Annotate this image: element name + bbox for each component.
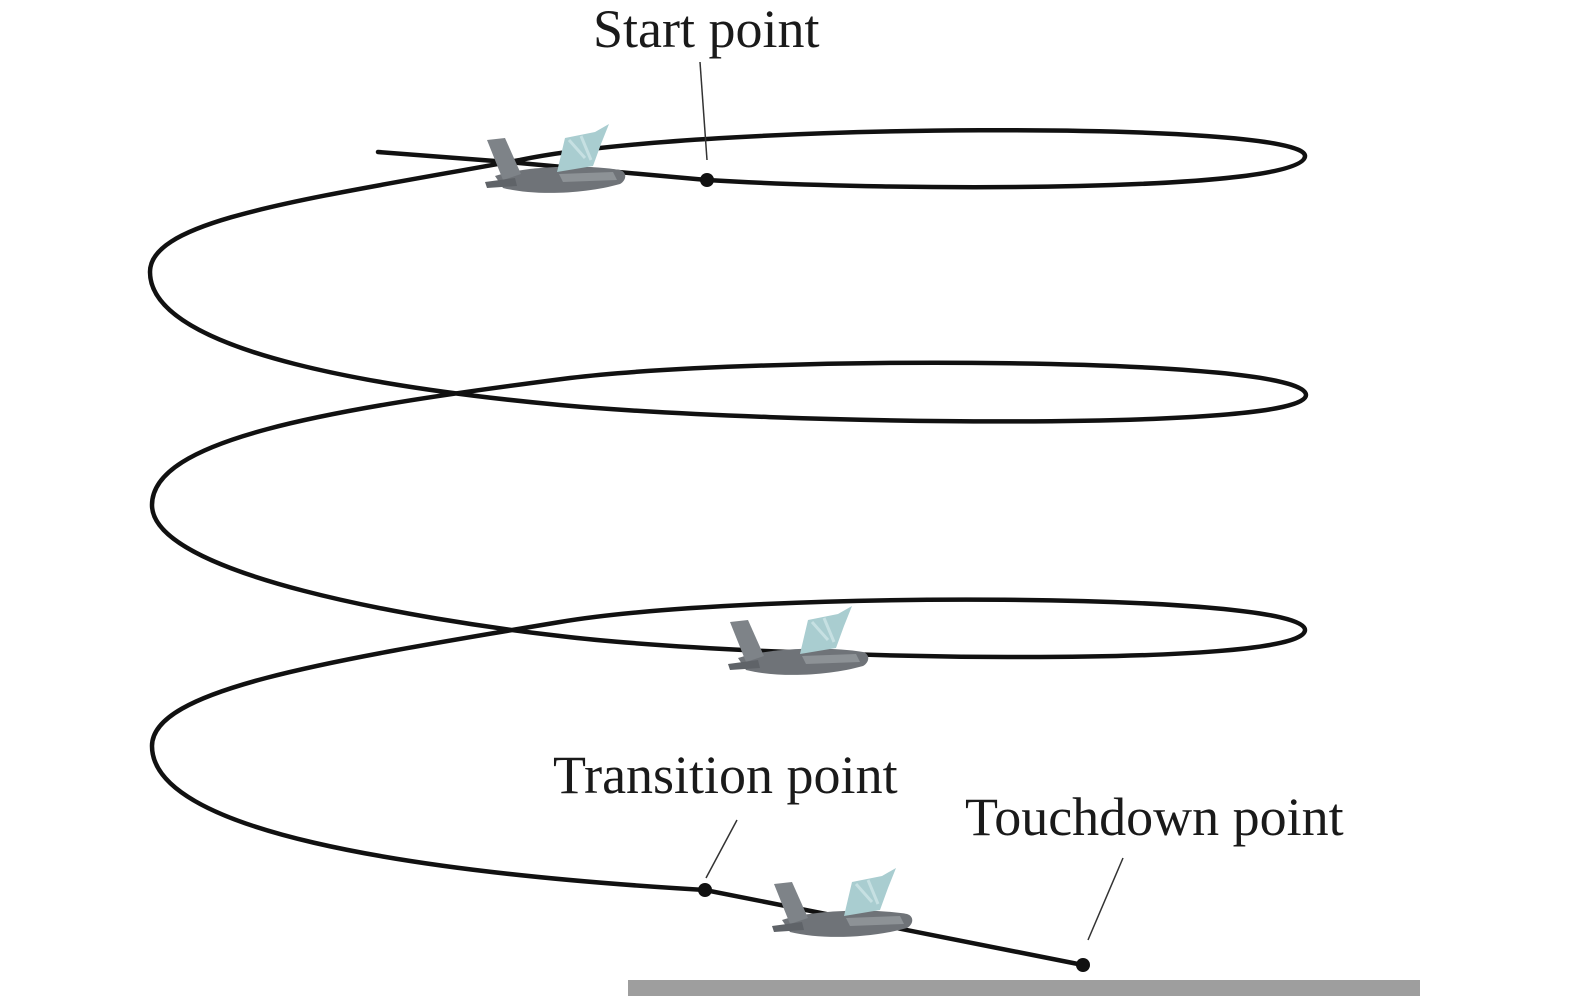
ground (628, 980, 1420, 996)
start-point-marker (700, 173, 714, 187)
flight-path (147, 127, 1309, 968)
aircraft-icon (770, 866, 914, 939)
touchdown-leader-line (1087, 857, 1124, 941)
start-point-label: Start point (593, 0, 820, 59)
aircraft-icon (726, 604, 870, 677)
aircraft-icon (483, 122, 627, 195)
touchdown-point-marker (1076, 958, 1090, 972)
start-leader-line (699, 61, 708, 161)
touchdown-point-label: Touchdown point (965, 787, 1344, 847)
transition-point-marker (698, 883, 712, 897)
transition-leader-line (705, 819, 738, 879)
transition-point-label: Transition point (553, 745, 898, 805)
